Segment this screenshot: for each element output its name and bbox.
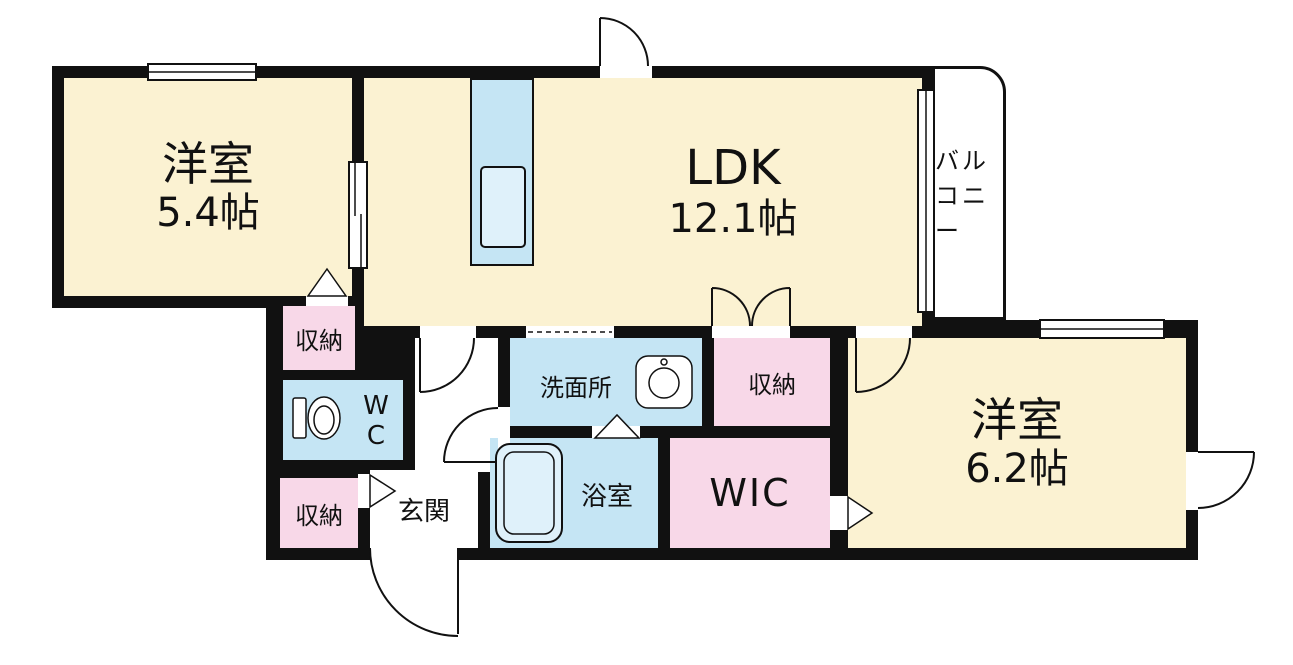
room-closet-c-label: 収納 bbox=[748, 370, 796, 399]
room-ldk-label-block: LDK 12.1帖 bbox=[563, 142, 903, 243]
balcony-label: バルコニー bbox=[935, 146, 989, 245]
room-western-a: 洋室 5.4帖 bbox=[64, 78, 352, 296]
room-western-a-label: 洋室 bbox=[162, 136, 254, 191]
room-western-b: 洋室 6.2帖 bbox=[848, 338, 1186, 548]
room-washroom-label: 洗面所 bbox=[540, 374, 612, 402]
balcony: バルコニー bbox=[932, 66, 1006, 320]
entrance-door-icon bbox=[369, 547, 459, 637]
room-ldk-label: LDK bbox=[685, 140, 781, 196]
room-wc-label: WC bbox=[361, 391, 391, 451]
room-ldk bbox=[364, 78, 922, 326]
room-wic: WIC bbox=[670, 438, 830, 548]
room-entrance: 玄関 bbox=[370, 470, 478, 548]
kitchen-sink-icon bbox=[480, 166, 526, 248]
room-closet-a: 収納 bbox=[283, 306, 355, 370]
room-western-b-label: 洋室 bbox=[971, 392, 1063, 447]
room-closet-c: 収納 bbox=[714, 338, 830, 426]
ldk-top-door-icon bbox=[599, 17, 649, 67]
room-closet-a-label: 収納 bbox=[295, 326, 343, 355]
room-bathroom-label: 浴室 bbox=[580, 482, 633, 512]
room-entrance-label: 玄関 bbox=[397, 496, 450, 527]
room-ldk-size: 12.1帖 bbox=[668, 195, 798, 242]
room-western-b-size: 6.2帖 bbox=[965, 446, 1069, 493]
room-western-a-size: 5.4帖 bbox=[156, 190, 260, 237]
room-wic-label: WIC bbox=[709, 471, 791, 515]
kitchen-counter-icon bbox=[470, 78, 534, 266]
east-room-exterior-door-icon bbox=[1197, 451, 1255, 509]
room-closet-b: 収納 bbox=[280, 478, 358, 548]
room-closet-b-label: 収納 bbox=[295, 501, 343, 530]
hallway bbox=[415, 338, 498, 472]
